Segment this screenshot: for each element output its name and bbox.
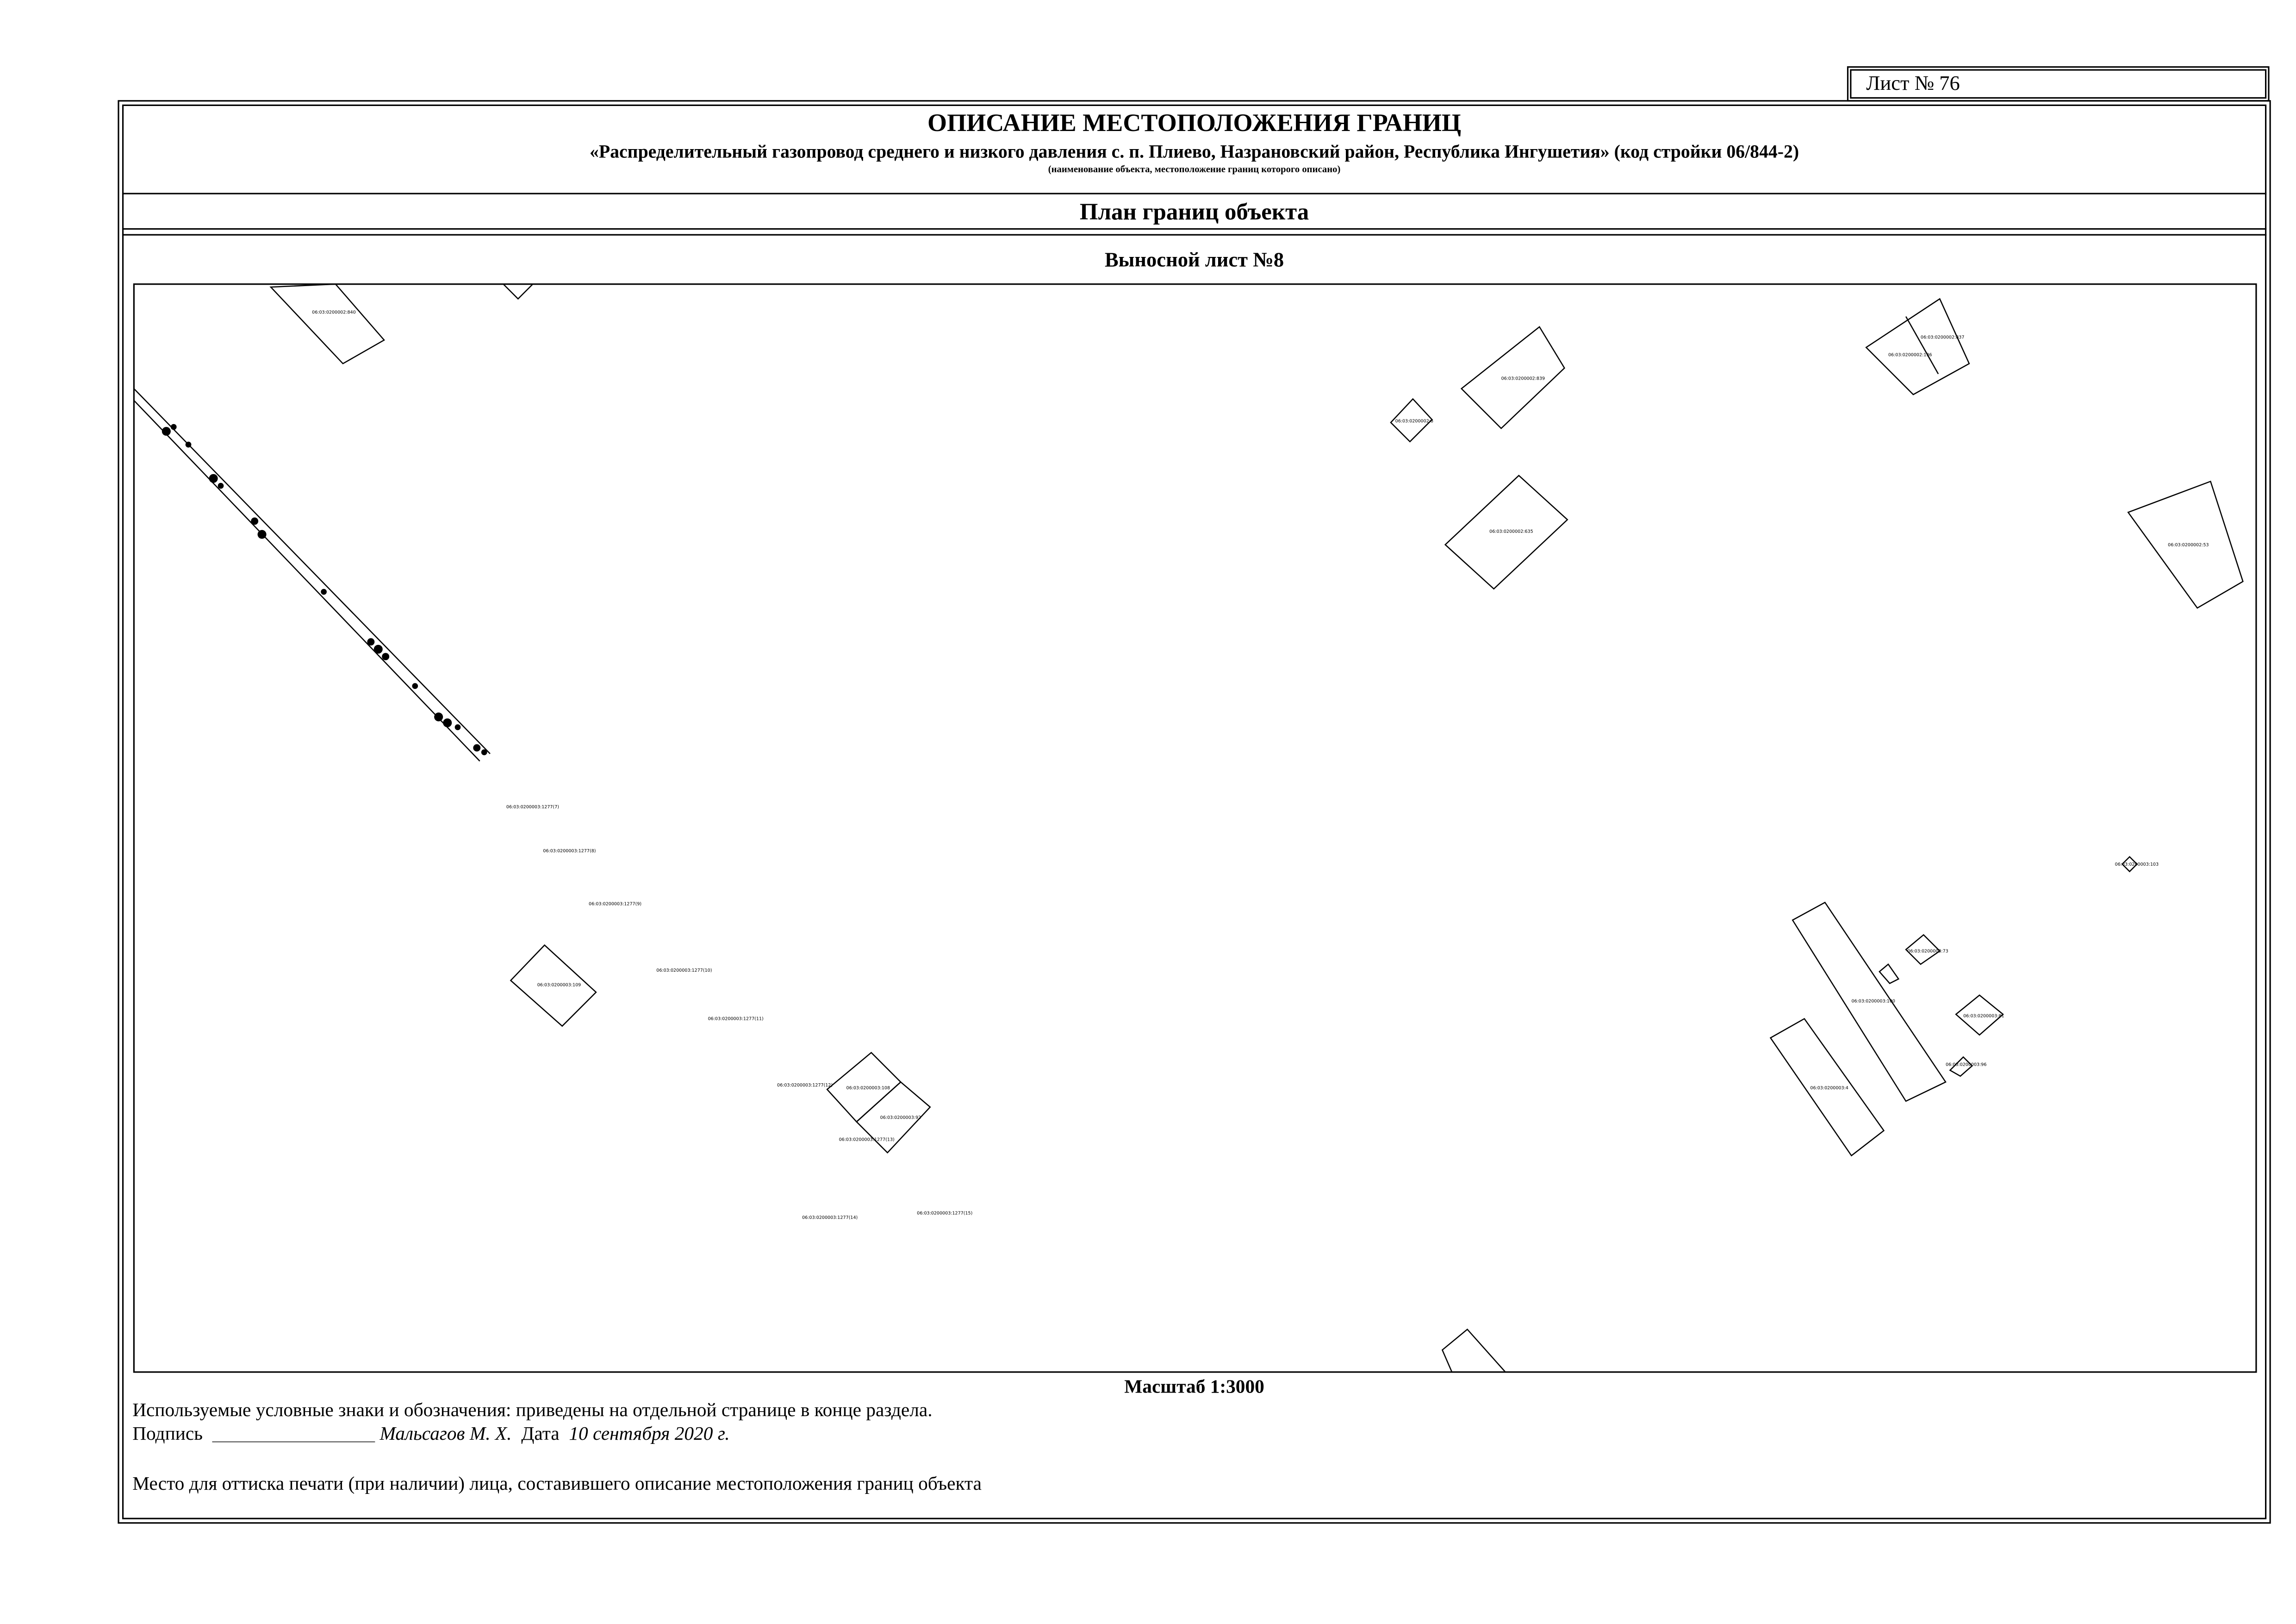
parcel-label: 06:03:0200002:840: [312, 310, 356, 315]
signature-line: _________________: [212, 1422, 375, 1444]
parcel: [1390, 398, 1433, 443]
parcel-divider: [1905, 316, 1939, 375]
parcel: [1769, 1018, 1885, 1157]
outer-frame: [118, 100, 2271, 1524]
parcel-labels: 06:03:0200002:840 06:03:0200002:8 06:03:…: [312, 310, 2209, 1220]
date-label: Дата: [521, 1422, 560, 1444]
parcel: [269, 284, 385, 365]
parcel: [2121, 856, 2138, 873]
parcel: [855, 1081, 931, 1154]
parcel: [1441, 1328, 1506, 1372]
parcel: [1792, 901, 1947, 1102]
parcel-label: 06:03:0200003:73: [1907, 949, 1948, 954]
line-label: 06:03:0200003:1277(13): [839, 1137, 895, 1143]
parcel-label: 06:03:0200003:100: [1851, 999, 1895, 1004]
parcel-label: 06:03:0200002:136: [1888, 353, 1932, 358]
parcel-label: 06:03:0200002:837: [1921, 335, 1965, 340]
line-label: 06:03:0200003:1277(10): [656, 968, 712, 973]
parcel: [1949, 1056, 1973, 1077]
signature-date: 10 сентября 2020 г.: [569, 1422, 730, 1444]
parcel-label: 06:03:0200002:839: [1501, 376, 1545, 381]
parcel-label: 06:03:0200003:96: [1946, 1062, 1986, 1067]
parcel-label: 06:03:0200003:4: [1810, 1086, 1848, 1091]
divider: [122, 193, 2267, 194]
parcel-label: 06:03:0200003:109: [537, 983, 581, 988]
object-name: «Распределительный газопровод среднего и…: [589, 141, 1799, 162]
line-label: 06:03:0200003:1277(11): [708, 1017, 764, 1022]
parcel-label: 06:03:0200003:108: [846, 1086, 890, 1091]
line-label: 06:03:0200003:1277(7): [506, 805, 559, 810]
parcel-label: 06:03:0200002:635: [1489, 529, 1533, 534]
line-label: 06:03:0200003:1277(8): [543, 849, 596, 854]
parcel: [1955, 994, 2004, 1036]
boundary-points: [162, 424, 487, 756]
parcel-label: 06:03:0200003:81: [1963, 1013, 2004, 1018]
divider: [122, 228, 2267, 230]
inner-frame: [122, 104, 2267, 1519]
stamp-place: Место для оттиска печати (при наличии) л…: [132, 1472, 982, 1494]
parcel: [502, 284, 534, 300]
parcel: [2127, 481, 2244, 609]
line-label: 06:03:0200003:1277(14): [802, 1215, 858, 1220]
line-label: 06:03:0200003:1277(9): [589, 902, 641, 907]
parcel: [1879, 963, 1900, 984]
sheet-subtitle: Выносной лист №8: [1104, 250, 1284, 273]
line-label: 06:03:0200003:1277(15): [917, 1211, 972, 1216]
line-label: 06:03:0200003:1277(12): [777, 1083, 833, 1088]
pipeline-boundary: [134, 388, 491, 755]
parcel-label: 06:03:0200002:53: [2168, 543, 2209, 548]
map-frame: [133, 283, 2257, 1373]
document-title: ОПИСАНИЕ МЕСТОПОЛОЖЕНИЯ ГРАНИЦ: [927, 109, 1462, 137]
pipeline-boundary: [134, 400, 480, 762]
parcel: [1865, 298, 1970, 395]
map-scale: Масштаб 1:3000: [1124, 1375, 1264, 1397]
signer-name: Мальсагов М. Х.: [380, 1422, 512, 1444]
sheet-number: Лист № 76: [1850, 69, 2267, 99]
parcel-label: 06:03:0200002:8: [1395, 419, 1433, 424]
parcel: [1905, 934, 1941, 965]
parcel-label: 06:03:0200003:103: [2115, 862, 2159, 867]
signature-label: Подпись: [132, 1422, 203, 1444]
object-name-caption: (наименование объекта, местоположение гр…: [1048, 165, 1341, 175]
parcel: [1460, 326, 1565, 430]
signature-row: Подпись _________________ Мальсагов М. Х…: [132, 1422, 729, 1446]
parcel: [1444, 475, 1568, 590]
plan-title: План границ объекта: [1079, 200, 1309, 225]
legend-note: Используемые условные знаки и обозначени…: [132, 1399, 933, 1421]
parcel: [510, 944, 597, 1027]
parcel-label: 06:03:0200003:92: [880, 1115, 921, 1120]
divider: [122, 234, 2267, 236]
